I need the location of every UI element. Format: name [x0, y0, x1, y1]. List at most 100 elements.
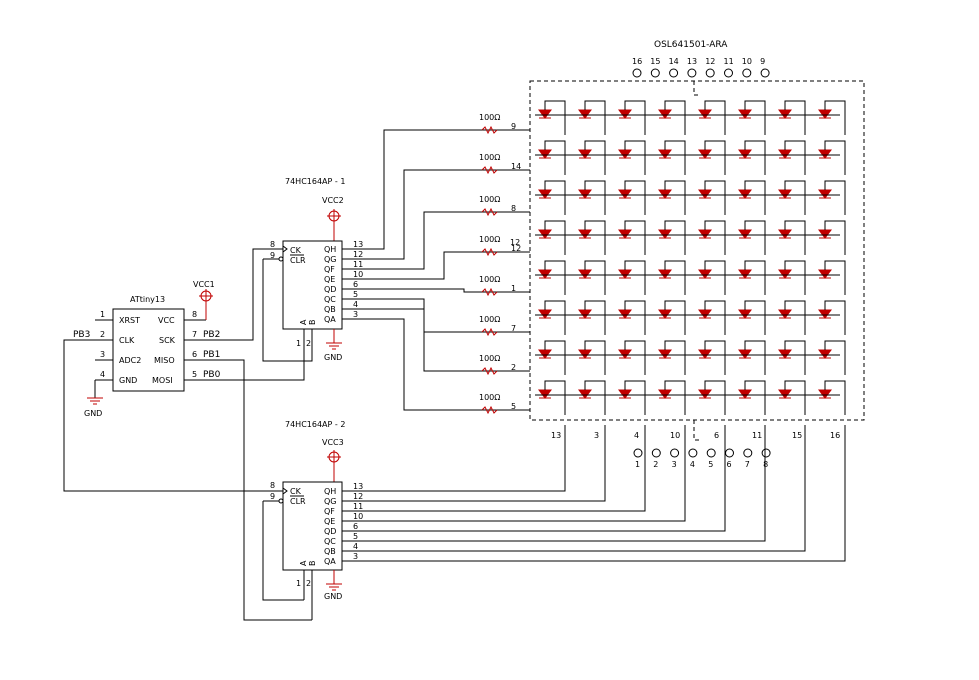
matrix-bottom-pin-label: 6 — [727, 460, 732, 469]
led — [777, 260, 806, 295]
gnd-label: GND — [84, 409, 102, 418]
matrix-pin-pad — [650, 68, 660, 78]
row-net — [362, 211, 480, 270]
vcc1-label: VCC1 — [193, 280, 215, 289]
row-net — [362, 288, 480, 293]
led — [737, 140, 766, 175]
matrix-row-pin-label: 2 — [511, 363, 516, 372]
led — [657, 380, 686, 415]
sr2-vcc-label: VCC3 — [322, 438, 344, 447]
resistor — [481, 165, 498, 175]
resistor-label: 100Ω — [479, 195, 500, 204]
led — [777, 140, 806, 175]
led — [777, 220, 806, 255]
led — [577, 380, 606, 415]
led — [577, 180, 606, 215]
led — [737, 380, 766, 415]
matrix-top-pin-label: 11 — [724, 57, 734, 66]
led-array — [535, 100, 846, 415]
matrix-left-pin-label: 12 — [510, 238, 520, 247]
shift1-pin-num: 13 — [353, 240, 363, 249]
led — [817, 100, 846, 135]
attiny-body — [112, 308, 185, 392]
sr2-pin-name: CK — [290, 487, 302, 496]
resistor-label: 100Ω — [479, 275, 500, 284]
led — [577, 260, 606, 295]
resistor — [481, 366, 498, 376]
attiny-pin-num: 6 — [192, 350, 197, 359]
led — [617, 260, 646, 295]
matrix-pin-pad — [725, 448, 734, 458]
led — [737, 260, 766, 295]
row-wires: 100Ω9100Ω14100Ω8100Ω12100Ω1100Ω7100Ω2100… — [479, 113, 530, 415]
matrix-pin-pad — [761, 448, 771, 458]
attiny-pin-num: 3 — [100, 350, 105, 359]
shift1-pin-num: 10 — [353, 270, 363, 279]
matrix-pin-pad — [688, 448, 698, 458]
net-label-pb1: PB1 — [203, 350, 220, 360]
shift-register-2: 74HC164AP - 2 VCC3 GND 8 9 CK CLR 1 2 A … — [263, 420, 846, 620]
resistor — [481, 207, 498, 217]
shift1-pin-num: 5 — [353, 290, 358, 299]
sr2-title: 74HC164AP - 2 — [285, 420, 345, 429]
col-net — [362, 425, 726, 532]
led — [537, 260, 566, 295]
led — [817, 300, 846, 335]
shift2-pin-num: 5 — [353, 532, 358, 541]
led — [817, 340, 846, 375]
row-net — [362, 318, 480, 411]
shift1-pin-name: QA — [324, 315, 336, 324]
matrix-col-pin-label: 15 — [792, 431, 802, 440]
matrix-pin-pad — [742, 68, 752, 78]
shift-register-1: 74HC164AP - 1 VCC2 GND 8 9 CK CLR 1 2 A … — [263, 129, 480, 411]
shift2-pin-name: QH — [324, 487, 336, 496]
shift2-pin-name: QD — [324, 527, 336, 536]
shift1-pin-name: QD — [324, 285, 336, 294]
sr1-pin-name: CLR — [290, 256, 306, 265]
shift2-pin-name: QE — [324, 517, 335, 526]
led — [697, 100, 726, 135]
control-wiring — [63, 248, 313, 621]
led — [817, 180, 846, 215]
attiny-pin-name: MISO — [154, 356, 175, 365]
resistor — [481, 247, 498, 257]
net-label-pb2: PB2 — [203, 330, 220, 340]
shift2-pin-num: 3 — [353, 552, 358, 561]
sr1-title: 74HC164AP - 1 — [285, 177, 345, 186]
matrix-top-pin-label: 14 — [669, 57, 679, 66]
matrix-top-pin-label: 16 — [632, 57, 642, 66]
attiny-pin-name: GND — [119, 376, 137, 385]
led — [737, 100, 766, 135]
led — [577, 300, 606, 335]
resistor — [481, 287, 498, 297]
attiny-pin-name: XRST — [119, 316, 140, 325]
attiny13-chip: ATtiny13 1 2 3 4 XRST CLK ADC2 GND VCC S… — [73, 280, 224, 418]
matrix-row-pin-label: 1 — [511, 284, 516, 293]
led — [817, 220, 846, 255]
col-net — [362, 425, 566, 492]
attiny-pin-num: 4 — [100, 370, 105, 379]
sr1-pin-name: A — [299, 319, 308, 325]
resistor — [481, 125, 498, 135]
matrix-top-pin-label: 9 — [760, 57, 765, 66]
sr2-pin-name: B — [308, 561, 317, 567]
matrix-bottom-pin-label: 5 — [708, 460, 713, 469]
matrix-row-pin-label: 9 — [511, 122, 516, 131]
shift1-pin-name: QC — [324, 295, 336, 304]
led — [697, 300, 726, 335]
matrix-row-pin-label: 12 — [511, 244, 521, 253]
led — [697, 340, 726, 375]
led — [697, 380, 726, 415]
resistor-label: 100Ω — [479, 113, 500, 122]
led — [537, 340, 566, 375]
matrix-bottom-pin-label: 3 — [672, 460, 677, 469]
led — [697, 220, 726, 255]
row-net — [362, 308, 480, 372]
led — [657, 260, 686, 295]
matrix-pin-pad — [651, 448, 661, 458]
